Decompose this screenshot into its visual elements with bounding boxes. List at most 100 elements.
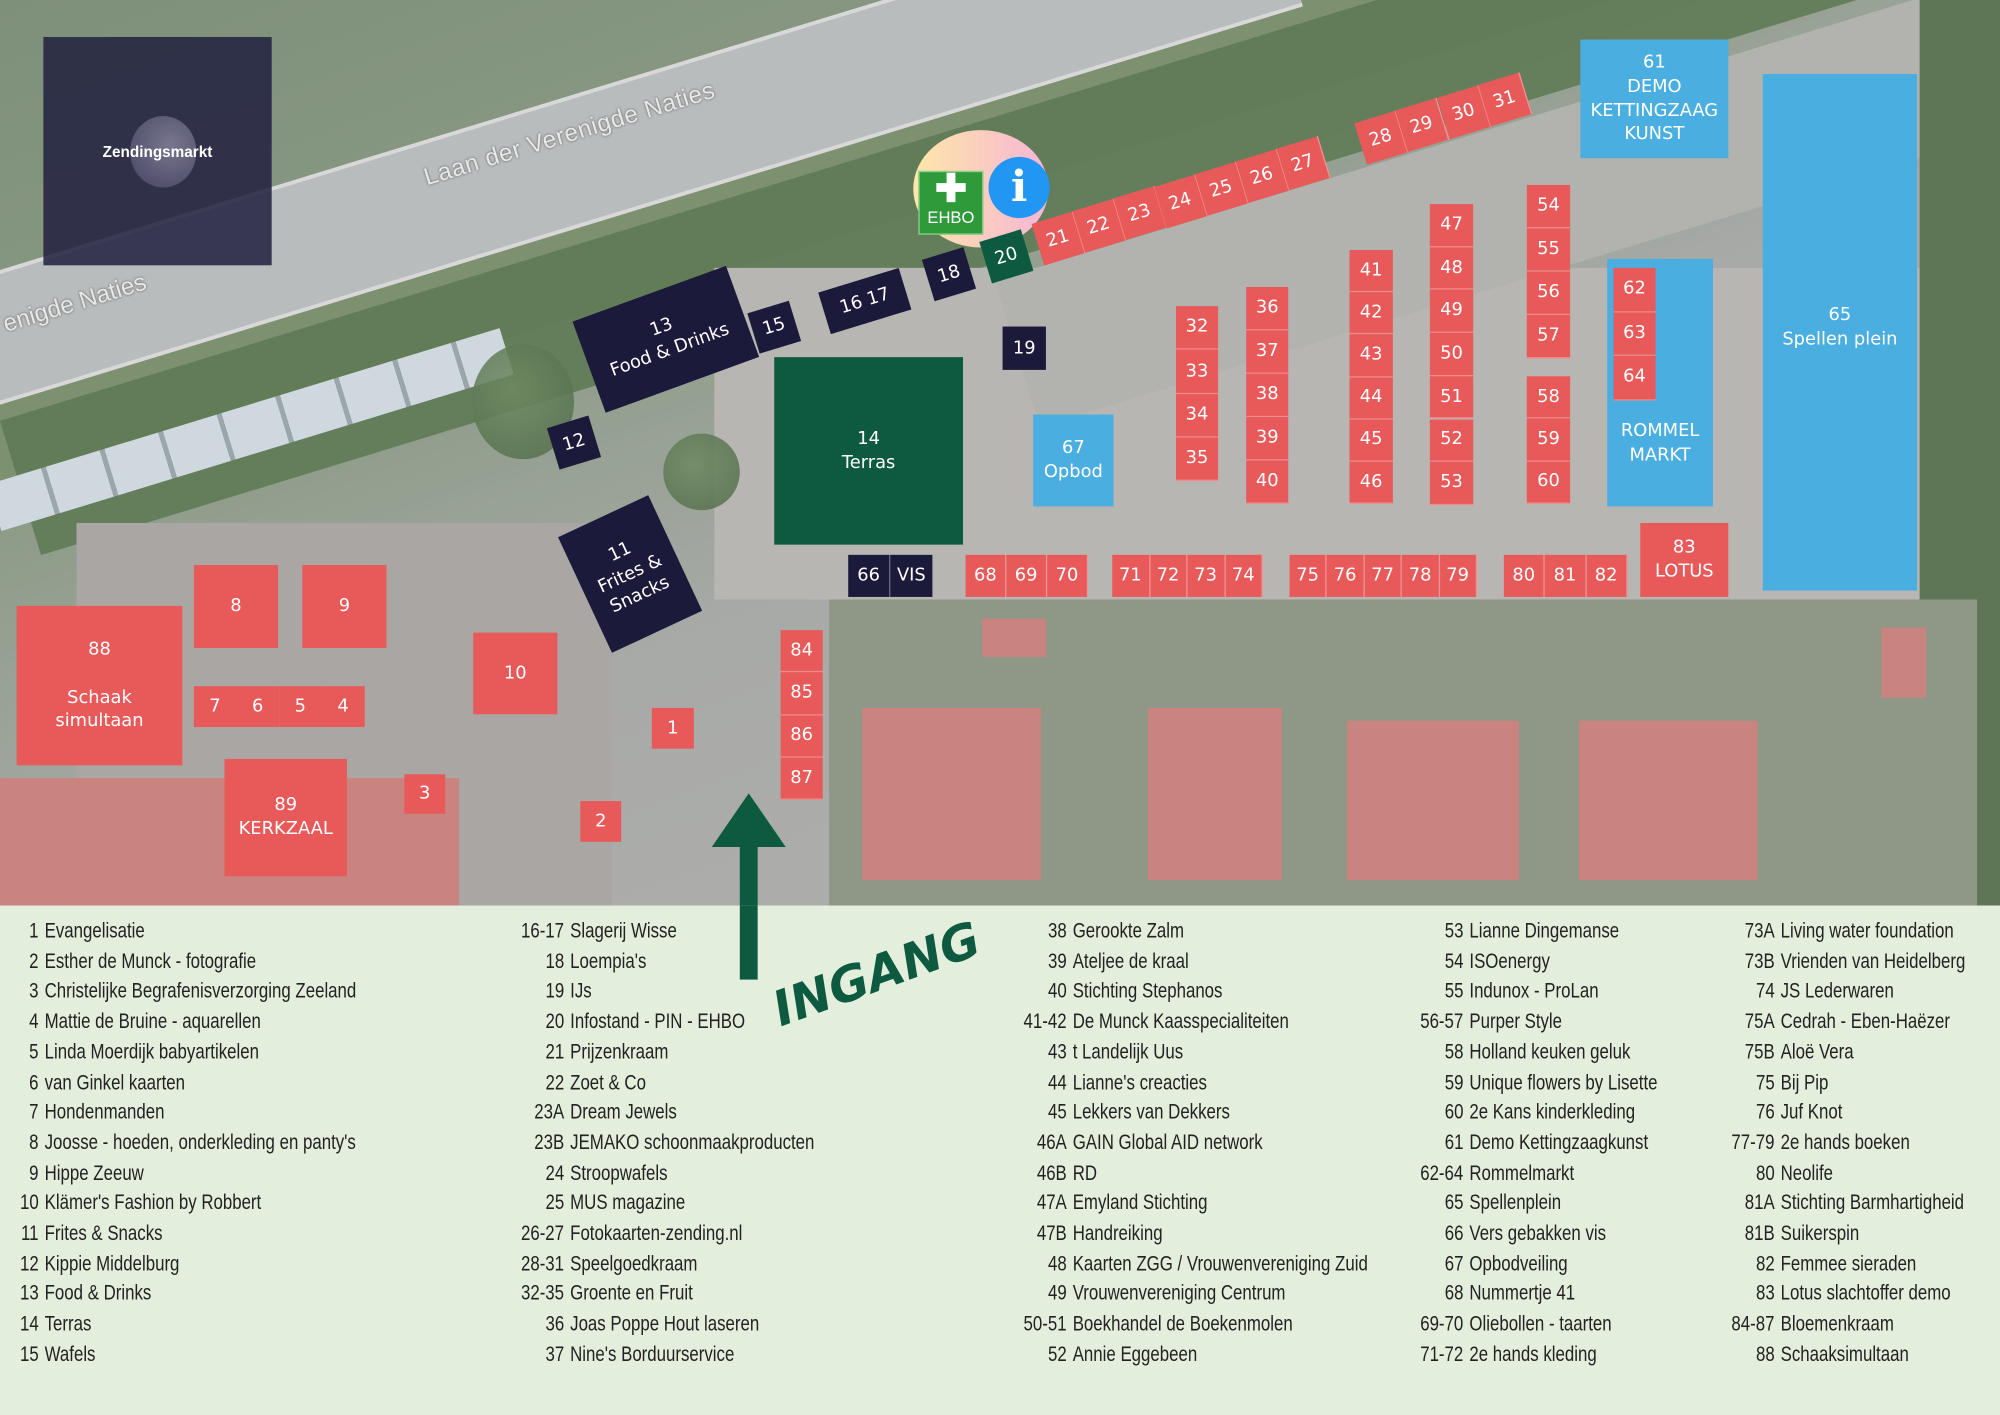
stall-label: 46 (1359, 471, 1383, 492)
legend-stall-number: 83 (1755, 1282, 1775, 1306)
stall-label: 51 (1440, 386, 1463, 407)
legend-stall-name: Lekkers van Dekkers (1072, 1101, 1230, 1124)
stall-label: 29 (1407, 111, 1436, 138)
legend-stall-number: 65 (1444, 1191, 1464, 1215)
legend-stall-name: Lianne Dingemanse (1469, 919, 1620, 943)
stall-48: 48 (1429, 247, 1474, 291)
legend-stall-number: 5 (28, 1040, 39, 1064)
legend-item: 75A (0, 1010, 1774, 1038)
stall-81: 81 (1545, 554, 1587, 597)
legend-item: 37 (0, 1343, 564, 1371)
legend-item: 77-79 (0, 1131, 1774, 1159)
legend-item: 7 (0, 1101, 38, 1129)
legend-stall-number: 69-70 (1419, 1312, 1464, 1336)
legend-stall-name: Annie Eggebeen (1072, 1342, 1198, 1366)
stall-10: 10 (473, 632, 558, 715)
legend-stall-number: 12 (19, 1252, 39, 1276)
stall-41: 41 (1349, 249, 1393, 293)
legend-stall-name: GAIN Global AID network (1072, 1131, 1263, 1155)
stall-label: KERKZAAL (238, 818, 333, 840)
stall-label: 24 (1166, 187, 1194, 214)
legend-item: 66 (0, 1222, 1463, 1250)
legend-item: 36 (0, 1313, 564, 1341)
legend-stall-name: Zoet & Co (570, 1070, 646, 1094)
stall-59: 59 (1526, 418, 1571, 462)
stall-87: 87 (780, 757, 823, 800)
legend-stall-name: Fotokaarten-zending.nl (570, 1221, 743, 1245)
legend-item: 28-31 (0, 1252, 564, 1280)
legend-stall-number: 40 (1047, 980, 1067, 1004)
legend-item: 52 (0, 1343, 1067, 1371)
legend-stall-name: Frites & Snacks (44, 1221, 163, 1245)
stall-44: 44 (1349, 377, 1393, 420)
stall-label: 52 (1440, 429, 1463, 450)
legend-stall-name: Nine's Borduurservice (570, 1342, 735, 1366)
stall-label: 5 (294, 695, 307, 717)
legend-stall-name: Prijzenkraam (570, 1040, 669, 1064)
stall-39: 39 (1246, 417, 1289, 461)
legend-item: 58 (0, 1041, 1463, 1069)
legend-item: 24 (0, 1161, 564, 1189)
legend-stall-name: Kaarten ZGG / Vrouwenvereniging Zuid (1072, 1252, 1368, 1276)
stall-label: 76 (1333, 565, 1357, 586)
legend-stall-number: 59 (1444, 1070, 1464, 1094)
stall-43: 43 (1349, 334, 1393, 378)
legend-stall-number: 46B (1036, 1161, 1067, 1185)
legend-stall-number: 19 (545, 980, 564, 1004)
legend-item: 75 (0, 1071, 1775, 1099)
legend-stall-name: Stroopwafels (570, 1161, 668, 1185)
legend-item: 25 (0, 1192, 564, 1220)
legend-stall-number: 81A (1744, 1191, 1775, 1215)
stall-label: 50 (1440, 343, 1463, 364)
house-9 (1346, 720, 1520, 881)
stall-label: 75 (1296, 565, 1320, 586)
stall-6: 6 (235, 686, 280, 728)
legend-item: 84-87 (0, 1313, 1774, 1341)
stall-label: 40 (1255, 470, 1279, 492)
stall-label: 80 (1512, 565, 1536, 586)
stall-label: 37 (1255, 340, 1279, 362)
stall-73: 73 (1187, 554, 1226, 597)
legend-stall-name: 2e hands kleding (1469, 1342, 1597, 1366)
stall-label: Spellen plein (1782, 328, 1898, 350)
logo-box: Zendingsmarkt (43, 36, 272, 266)
legend-stall-number: 61 (1444, 1131, 1464, 1155)
stall-label: 88 (88, 638, 111, 660)
stall-42: 42 (1349, 292, 1393, 335)
stall-label: 4 (337, 695, 349, 717)
legend-stall-number: 3 (28, 980, 39, 1004)
stall-32: 32 (1176, 306, 1219, 350)
stall-label: simultaan (55, 710, 144, 732)
legend-stall-number: 25 (545, 1191, 564, 1215)
legend-item: 15 (0, 1343, 39, 1371)
stall-label: 30 (1449, 99, 1477, 126)
stall-label: 70 (1055, 565, 1079, 586)
stall-46: 46 (1349, 461, 1393, 505)
stall-label: 45 (1359, 429, 1383, 450)
legend-stall-number: 41-42 (1023, 1010, 1067, 1034)
legend-stall-name: 2e hands boeken (1780, 1131, 1910, 1155)
legend-item: 39 (0, 950, 1067, 978)
stall-49: 49 (1429, 290, 1474, 334)
legend-item: 18 (0, 950, 564, 978)
stall-label: 68 (973, 565, 997, 586)
legend-stall-name: Groente en Fruit (570, 1282, 693, 1306)
legend-stall-number: 75B (1744, 1040, 1775, 1064)
stall-85: 85 (780, 672, 823, 716)
legend-item: 8 (0, 1131, 38, 1159)
legend-item: 32-35 (0, 1282, 564, 1310)
legend-stall-name: Lotus slachtoffer demo (1780, 1282, 1951, 1306)
legend-item: 46B (0, 1161, 1066, 1189)
house-7 (1147, 707, 1282, 881)
stall-label: 48 (1440, 257, 1463, 278)
legend-stall-number: 23A (533, 1101, 564, 1124)
legend-stall-number: 68 (1444, 1282, 1464, 1306)
stall-label: 25 (1207, 175, 1235, 202)
legend-stall-name: Rommelmarkt (1469, 1161, 1575, 1185)
stall-label: 82 (1594, 565, 1618, 586)
legend-item: 23B (0, 1131, 564, 1159)
legend-stall-name: MUS magazine (570, 1191, 686, 1215)
